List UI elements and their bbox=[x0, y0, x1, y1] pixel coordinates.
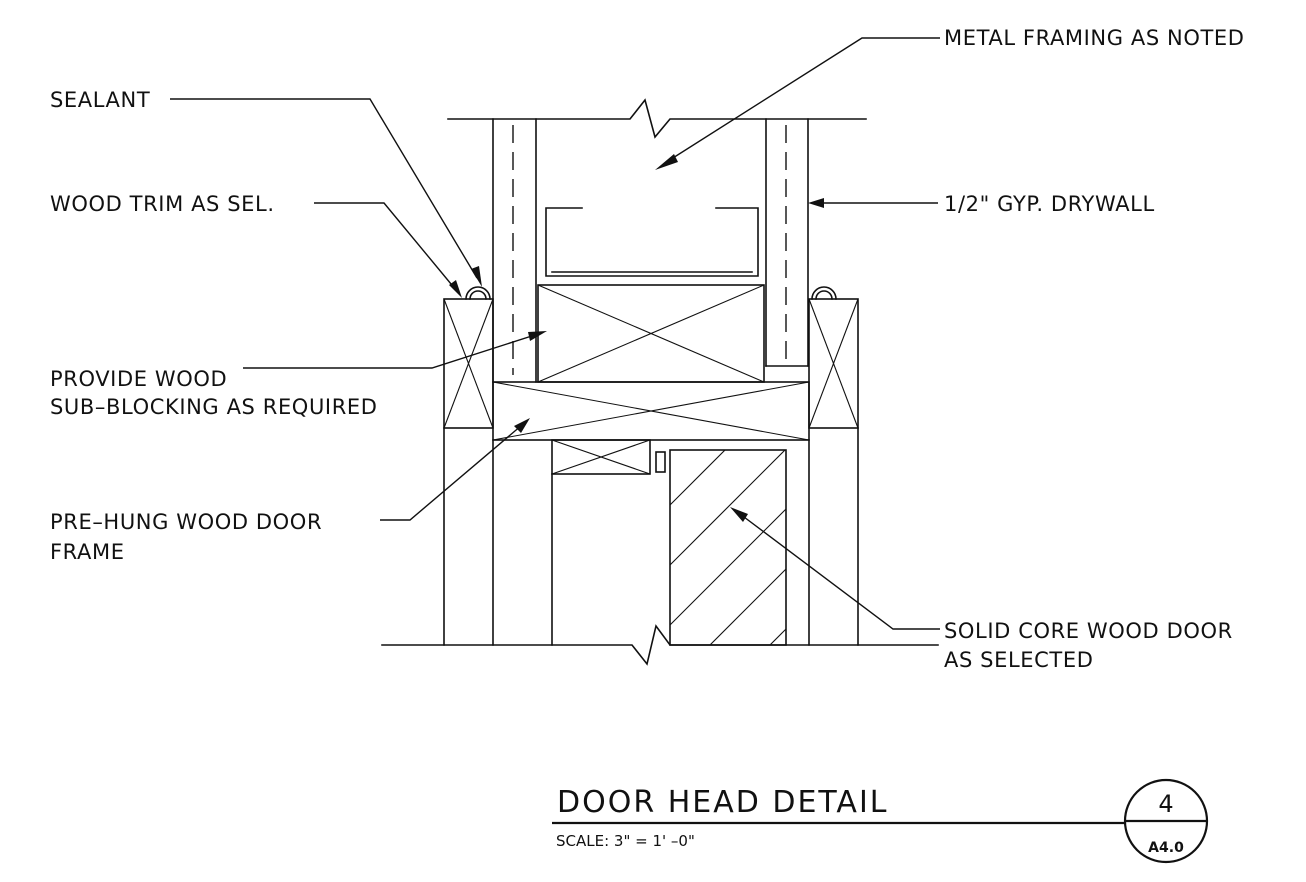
wood-sub-blocking bbox=[537, 284, 765, 383]
detail-bubble: 4 A4.0 bbox=[1123, 778, 1209, 864]
leader-sub-blocking bbox=[243, 331, 547, 369]
label-drywall: 1/2" GYP. DRYWALL bbox=[944, 192, 1155, 216]
right-wood-trim bbox=[808, 286, 859, 429]
label-door-line2: AS SELECTED bbox=[944, 648, 1093, 672]
jamb-lines bbox=[443, 427, 859, 646]
detail-number: 4 bbox=[1158, 790, 1173, 818]
label-sealant: SEALANT bbox=[50, 88, 150, 112]
leader-metal-framing bbox=[655, 37, 940, 170]
sheet-number: A4.0 bbox=[1148, 840, 1184, 856]
label-door-frame-line1: PRE–HUNG WOOD DOOR bbox=[50, 510, 322, 534]
detail-title: DOOR HEAD DETAIL bbox=[557, 785, 889, 820]
leader-wood-trim bbox=[314, 202, 462, 298]
label-wood-trim: WOOD TRIM AS SEL. bbox=[50, 192, 275, 216]
metal-track bbox=[545, 207, 759, 277]
door-stop bbox=[551, 439, 666, 475]
door-frame-head bbox=[492, 381, 810, 441]
label-metal-framing: METAL FRAMING AS NOTED bbox=[944, 26, 1245, 50]
top-break-line bbox=[447, 98, 867, 139]
left-drywall bbox=[492, 118, 537, 383]
leader-door-frame bbox=[380, 418, 530, 521]
bottom-break-line bbox=[381, 624, 939, 666]
right-drywall bbox=[765, 118, 809, 367]
solid-core-door bbox=[669, 449, 787, 646]
label-door-frame-line2: FRAME bbox=[50, 540, 125, 564]
leader-drywall bbox=[808, 198, 938, 208]
leader-door bbox=[730, 507, 940, 630]
detail-scale: SCALE: 3" = 1' –0" bbox=[556, 832, 695, 850]
label-sub-blocking-line2: SUB–BLOCKING AS REQUIRED bbox=[50, 395, 378, 419]
label-sub-blocking-line1: PROVIDE WOOD bbox=[50, 367, 227, 391]
left-wood-trim bbox=[443, 286, 494, 429]
label-door-line1: SOLID CORE WOOD DOOR bbox=[944, 619, 1233, 643]
leader-sealant bbox=[170, 98, 482, 287]
